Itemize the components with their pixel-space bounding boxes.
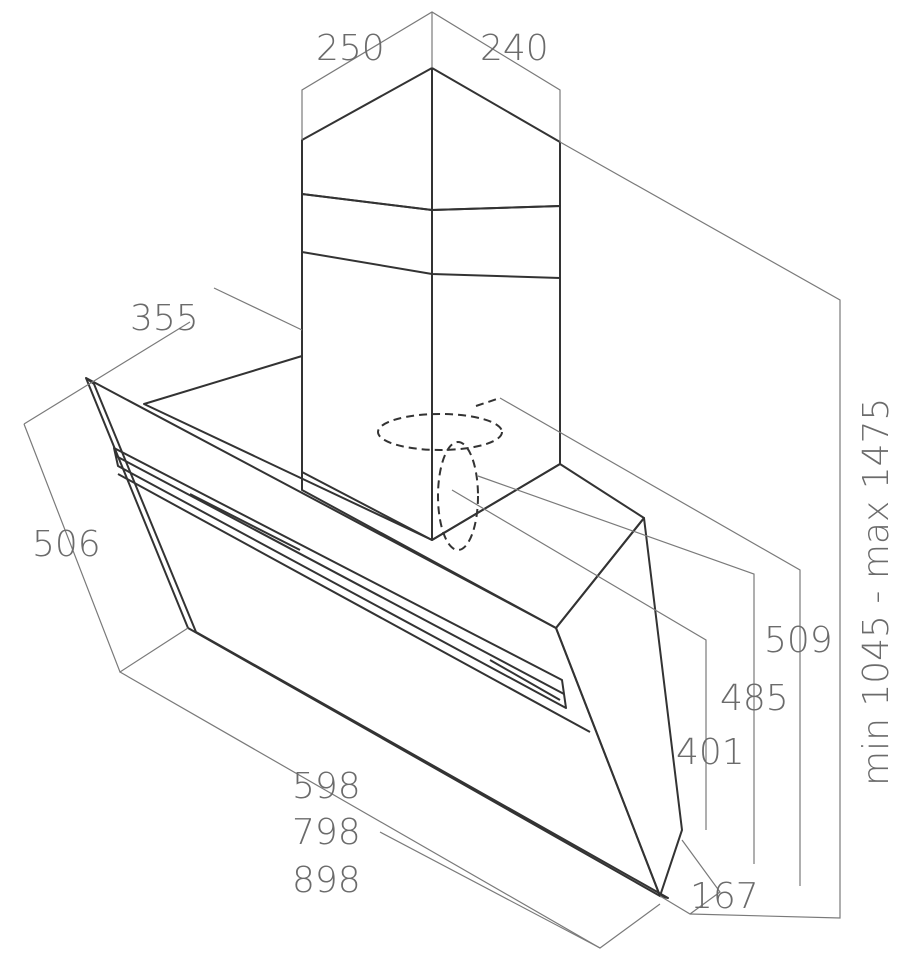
dimension-lines	[23, 11, 841, 949]
duct-rear-outlet	[437, 441, 479, 551]
hood-height-label: 506	[32, 524, 101, 565]
hood-glass-panel	[85, 377, 661, 897]
total-height-label: min 1045 - max 1475	[856, 398, 897, 786]
outlet-485-label: 485	[720, 678, 789, 719]
chimney-top-left-face	[301, 67, 433, 211]
width-898-label: 898	[292, 860, 361, 901]
width-798-label: 798	[292, 812, 361, 853]
hood-side-face	[555, 517, 683, 897]
control-strip-line	[115, 455, 565, 695]
chimney-left-face	[301, 193, 433, 275]
hood-body	[85, 355, 683, 899]
dimension-labels: 250 240 355 506 598 798 898 167 401 485 …	[32, 28, 897, 917]
duct-top-outlet	[377, 413, 503, 451]
chimney-depth-label: 240	[480, 28, 549, 69]
hidden-duct	[377, 397, 503, 551]
outlet-509-label: 509	[764, 620, 833, 661]
hood-top-face	[143, 355, 645, 629]
control-strip	[113, 447, 567, 709]
depth-167-label: 167	[690, 876, 759, 917]
control-strip-lower	[117, 473, 591, 733]
control-slot-2	[489, 659, 561, 701]
chimney	[301, 67, 561, 541]
duct-dash	[475, 397, 501, 407]
outlet-401-label: 401	[676, 732, 745, 773]
chimney-width-label: 250	[316, 28, 385, 69]
chimney-top-right-face	[431, 67, 561, 211]
control-slot	[189, 493, 301, 551]
chimney-right-face	[431, 205, 561, 279]
width-598-label: 598	[292, 766, 361, 807]
hood-depth-label: 355	[130, 298, 199, 339]
